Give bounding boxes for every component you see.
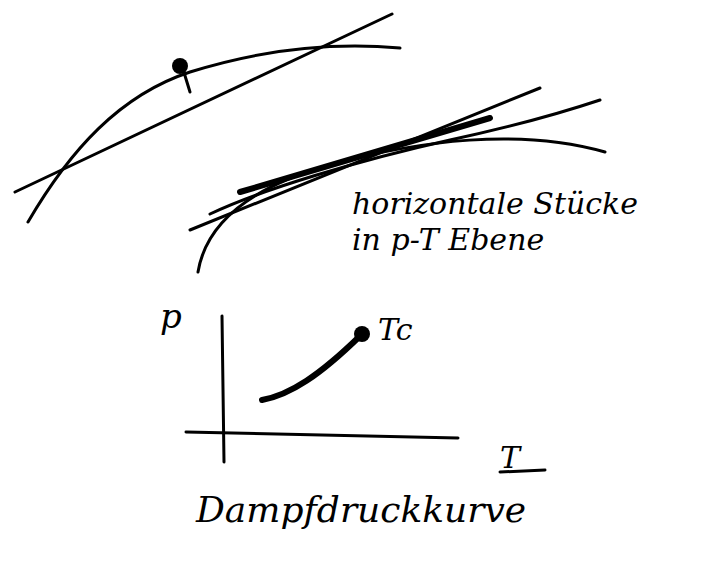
axis-label: p: [160, 296, 182, 337]
upper-curves: [15, 14, 400, 222]
note-text: horizontale Stücke in p-T Ebene: [352, 186, 652, 258]
bold-segment: [240, 118, 490, 192]
pt-axes: [186, 316, 458, 462]
axis-label: T: [500, 440, 520, 476]
critical-point: [354, 326, 370, 342]
point-label: Tc: [378, 312, 412, 348]
caption-text: Dampfdruckkurve: [196, 488, 526, 531]
t-axis: [186, 432, 458, 438]
vapor-pressure-curve: [262, 336, 360, 400]
p-axis: [222, 316, 224, 462]
curve: [28, 46, 400, 222]
point: [172, 58, 188, 74]
